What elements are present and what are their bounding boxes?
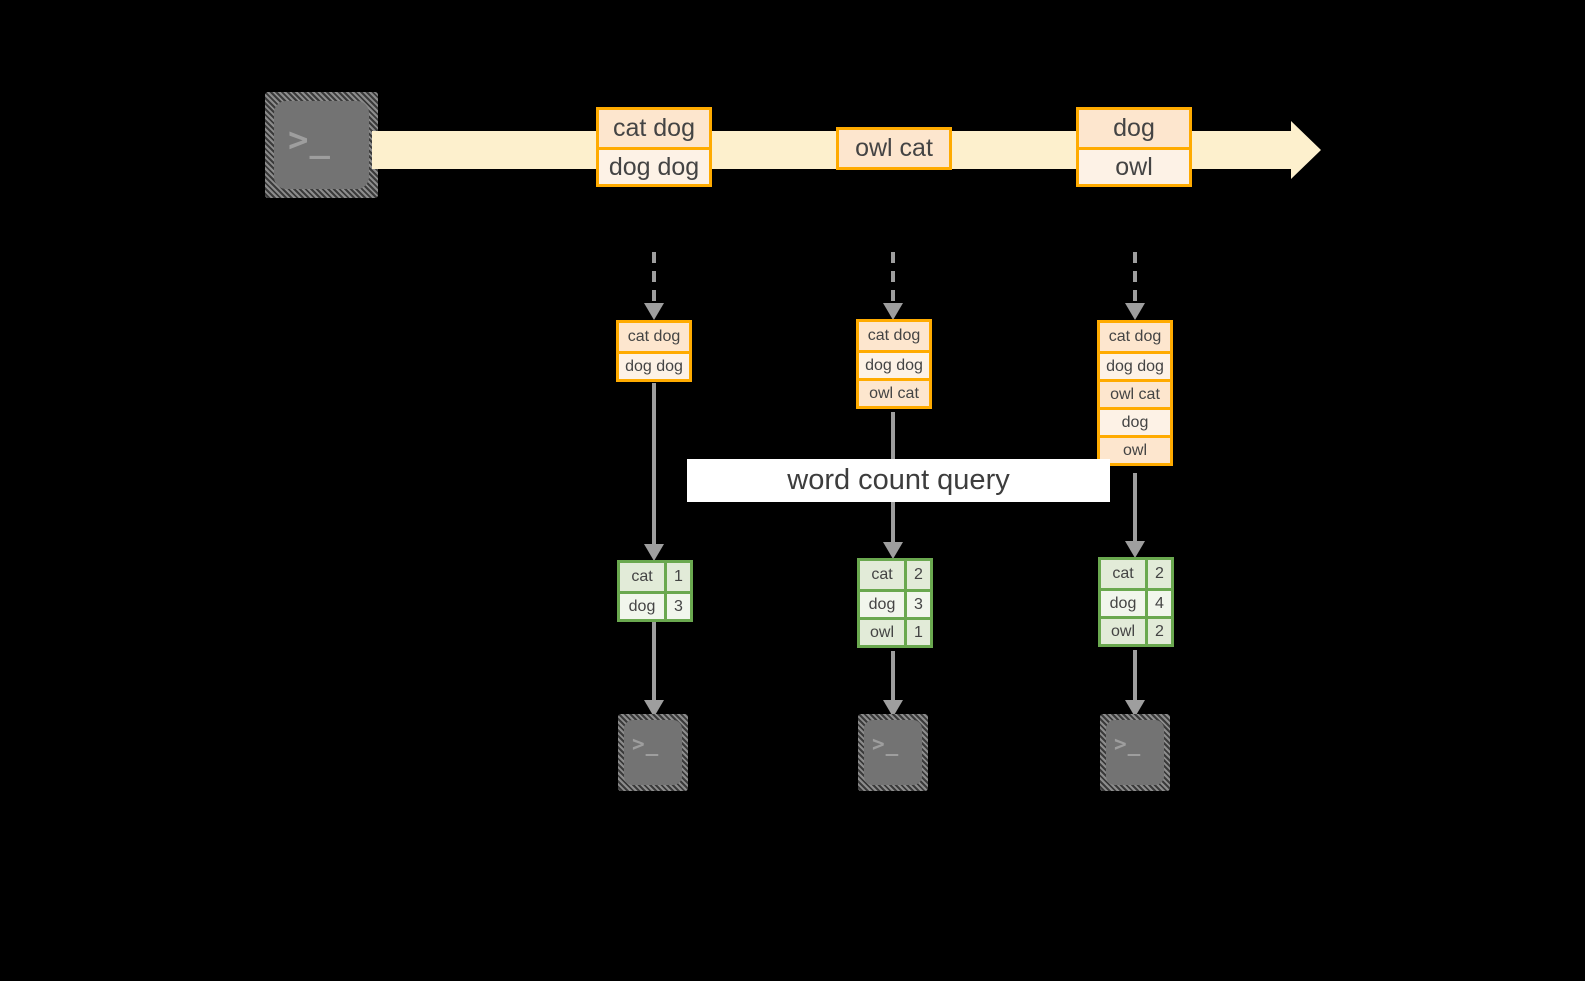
query-connector-3 [1125, 473, 1145, 558]
message-line: owl cat [839, 130, 949, 167]
result-word: cat [620, 563, 664, 591]
sink-terminal-2: >_ [858, 714, 928, 791]
stream-tap-connector-2 [883, 252, 903, 320]
result-table-3: cat 2 dog 4 owl 2 [1098, 557, 1174, 647]
result-table-1: cat 1 dog 3 [617, 560, 693, 622]
stream-message-2: owl cat [836, 127, 952, 170]
input-line: dog dog [619, 351, 689, 379]
result-word: owl [860, 620, 904, 645]
input-line: dog dog [859, 350, 929, 378]
terminal-prompt-glyph: >_ [632, 732, 660, 756]
result-word: cat [1101, 560, 1145, 588]
table-row: cat 1 [620, 563, 690, 591]
sink-connector-1 [644, 622, 664, 717]
input-line: dog [1100, 407, 1170, 435]
result-count: 2 [1145, 619, 1171, 644]
table-row: cat 2 [860, 561, 930, 589]
stream-arrow-head [1291, 121, 1321, 179]
result-count: 4 [1145, 591, 1171, 616]
table-row: owl 1 [860, 617, 930, 645]
terminal-prompt-glyph: >_ [1114, 732, 1142, 756]
result-word: dog [620, 594, 664, 619]
table-row: cat 2 [1101, 560, 1171, 588]
table-row: owl 2 [1101, 616, 1171, 644]
input-line: owl [1100, 435, 1170, 463]
input-line: owl cat [1100, 379, 1170, 407]
snapshot-input-1: cat dog dog dog [616, 320, 692, 382]
query-label: word count query [687, 459, 1110, 502]
terminal-screen: >_ [1106, 720, 1164, 785]
snapshot-input-3: cat dog dog dog owl cat dog owl [1097, 320, 1173, 466]
table-row: dog 4 [1101, 588, 1171, 616]
result-word: owl [1101, 619, 1145, 644]
result-count: 2 [1145, 560, 1171, 588]
input-line: cat dog [619, 323, 689, 351]
terminal-prompt-glyph: >_ [288, 120, 331, 160]
source-terminal-icon: >_ [265, 92, 378, 198]
result-count: 3 [904, 592, 930, 617]
result-word: cat [860, 561, 904, 589]
terminal-prompt-glyph: >_ [872, 732, 900, 756]
sink-connector-2 [883, 651, 903, 717]
sink-terminal-3: >_ [1100, 714, 1170, 791]
table-row: dog 3 [860, 589, 930, 617]
snapshot-input-2: cat dog dog dog owl cat [856, 319, 932, 409]
input-line: cat dog [1100, 323, 1170, 351]
query-connector-1 [644, 383, 664, 561]
result-table-2: cat 2 dog 3 owl 1 [857, 558, 933, 648]
input-line: cat dog [859, 322, 929, 350]
result-word: dog [1101, 591, 1145, 616]
terminal-screen: >_ [274, 101, 369, 189]
table-row: dog 3 [620, 591, 690, 619]
result-count: 1 [904, 620, 930, 645]
stream-tap-connector-3 [1125, 252, 1145, 320]
sink-terminal-1: >_ [618, 714, 688, 791]
input-line: owl cat [859, 378, 929, 406]
result-word: dog [860, 592, 904, 617]
result-count: 3 [664, 594, 690, 619]
result-count: 1 [664, 563, 690, 591]
sink-connector-3 [1125, 650, 1145, 717]
message-line: dog [1079, 110, 1189, 147]
message-line: cat dog [599, 110, 709, 147]
stream-message-3: dog owl [1076, 107, 1192, 187]
terminal-screen: >_ [624, 720, 682, 785]
message-line: dog dog [599, 147, 709, 184]
message-line: owl [1079, 147, 1189, 184]
stream-tap-connector-1 [644, 252, 664, 320]
terminal-screen: >_ [864, 720, 922, 785]
result-count: 2 [904, 561, 930, 589]
stream-message-1: cat dog dog dog [596, 107, 712, 187]
input-line: dog dog [1100, 351, 1170, 379]
query-label-text: word count query [787, 464, 1010, 496]
